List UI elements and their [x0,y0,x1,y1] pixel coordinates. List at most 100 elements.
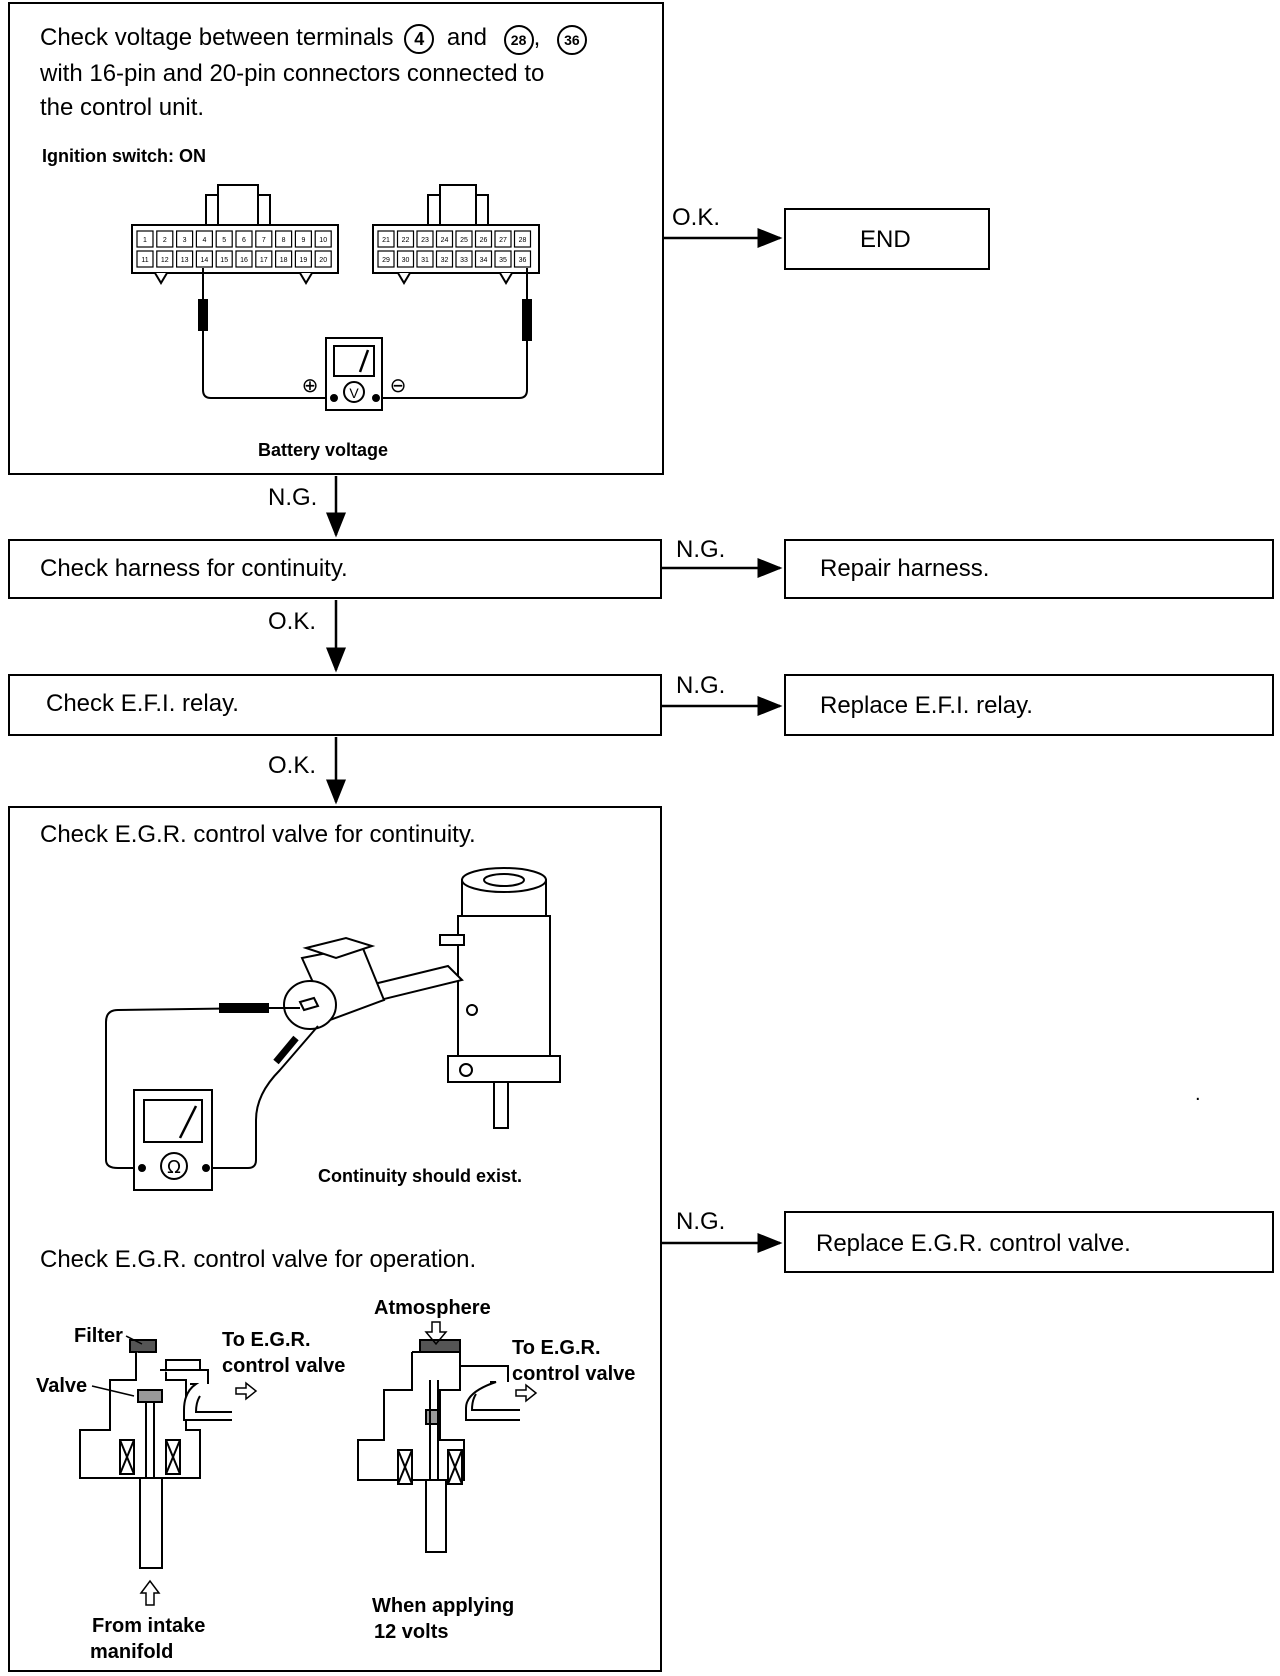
conn-b-pin-23 [416,230,434,248]
terminal-28-circle: 28 [503,25,534,55]
conn-b-pin-label-25: 25 [460,237,468,244]
step1-line1: Check voltage between terminals 4 and 28… [40,22,587,55]
step2-box [8,539,662,599]
conn-b-pin-label-23: 23 [421,237,429,244]
conn-b-pin-36 [513,250,532,268]
conn-a-pin-11 [136,250,154,268]
applying-b: 12 volts [374,1621,448,1643]
to-egr-right-a: To E.G.R. [512,1337,601,1359]
ohmmeter [133,1089,213,1191]
conn-a-pin-label-8: 8 [282,237,286,244]
conn-b-pin-30 [396,250,415,268]
voltmeter [325,337,383,411]
conn-b-pin-label-36: 36 [519,257,527,264]
conn-a-pin-15 [215,250,233,268]
label-ok-step2: O.K. [268,608,317,635]
conn-b-pin-27 [494,230,512,248]
filter-label: Filter [74,1325,123,1347]
conn-a-pin-label-18: 18 [280,257,288,264]
label-ok-step3: O.K. [268,752,317,779]
conn-a-pin-label-11: 11 [141,257,148,264]
conn-b-pin-label-28: 28 [519,237,527,244]
conn-b-pin-label-35: 35 [499,257,507,264]
conn-a-pin-17 [255,250,273,268]
egr-connector-plug [283,936,386,1030]
step4-result: Continuity should exist. [318,1166,523,1186]
step1-line3: the control unit. [40,94,205,121]
conn-b-pin-label-27: 27 [499,237,507,244]
conn-a-pin-7 [255,230,273,248]
end-label: END [860,226,911,253]
valve-cutaway-left [79,1339,232,1569]
conn-a-pin-label-12: 12 [161,257,169,264]
step4-fail-text: Replace E.G.R. control valve. [816,1230,1131,1257]
voltmeter-wiring [198,268,532,399]
conn-a-pin-19 [294,250,312,268]
step4-title2: Check E.G.R. control valve for operation… [40,1246,477,1273]
conn-a-pin-label-3: 3 [183,237,187,244]
conn-b-pin-label-33: 33 [460,257,468,264]
step2-text: Check harness for continuity. [40,555,348,582]
step2-fail-box [784,539,1274,599]
step1-result: Battery voltage [258,440,389,460]
conn-a-pin-18 [275,250,293,268]
step1-condition: Ignition switch: ON [42,146,206,166]
conn-b-pin-26 [474,230,493,248]
left-diagram-pointers [91,1335,258,1606]
conn-b-pin-29 [377,250,395,268]
arrow-to-egr-right [515,1383,538,1403]
step3-text: Check E.F.I. relay. [46,690,239,717]
conn-b-pin-label-34: 34 [480,257,488,264]
to-egr-right-b: control valve [512,1363,635,1385]
conn-b-pin-label-21: 21 [382,237,390,244]
conn-a-pin-5 [215,230,233,248]
plus-terminal-icon: ⊕ [302,373,319,397]
conn-a-pin-label-5: 5 [222,237,226,244]
conn-b-pin-35 [494,250,512,268]
conn-b-pin-25 [455,230,473,248]
conn-a-pin-label-13: 13 [181,257,189,264]
step3-fail-text: Replace E.F.I. relay. [820,692,1033,719]
step4-fail-box [784,1211,1274,1273]
atmosphere-label: Atmosphere [374,1297,491,1319]
step1-line2: with 16-pin and 20-pin connectors connec… [40,60,545,87]
conn-a-pin-label-6: 6 [242,237,246,244]
conn-b-pin-label-29: 29 [382,257,390,264]
conn-b-pin-label-31: 31 [421,257,429,264]
conn-a-pin-2 [156,230,174,248]
conn-a-pin-label-19: 19 [300,257,308,264]
from-intake-b: manifold [90,1641,173,1663]
conn-a-pin-label-7: 7 [262,237,266,244]
conn-a-pin-label-17: 17 [260,257,268,264]
conn-b-pin-21 [377,230,395,248]
arrow-from-intake [139,1579,161,1606]
conn-a-pin-13 [176,250,194,268]
stray-dot: . [1195,1083,1201,1105]
conn-a-pin-8 [275,230,293,248]
arrow-to-egr-left [235,1381,258,1401]
conn-a-pin-12 [156,250,174,268]
label-ng-step2: N.G. [676,536,726,563]
conn-b-pin-label-26: 26 [480,237,488,244]
conn-a-pin-6 [235,230,253,248]
applying-a: When applying [372,1595,514,1617]
terminal-36-circle: 36 [556,25,587,55]
conn-a-pin-label-1: 1 [143,237,147,244]
conn-a-pin-1 [136,230,154,248]
conn-a-pin-3 [176,230,194,248]
conn-a-pin-14 [195,250,213,268]
conn-a-pin-label-9: 9 [301,237,305,244]
conn-b-pin-33 [455,250,473,268]
step2-fail-text: Repair harness. [820,555,990,582]
conn-b-pin-label-30: 30 [402,257,410,264]
conn-a-pin-label-20: 20 [319,257,327,264]
right-diagram-pointers [424,1321,538,1403]
label-ng-step3: N.G. [676,672,726,699]
label-ng-step4: N.G. [676,1208,726,1235]
arrow-atmosphere [424,1321,448,1346]
valve-cutaway-right [357,1339,520,1553]
conn-a-pin-label-16: 16 [240,257,248,264]
